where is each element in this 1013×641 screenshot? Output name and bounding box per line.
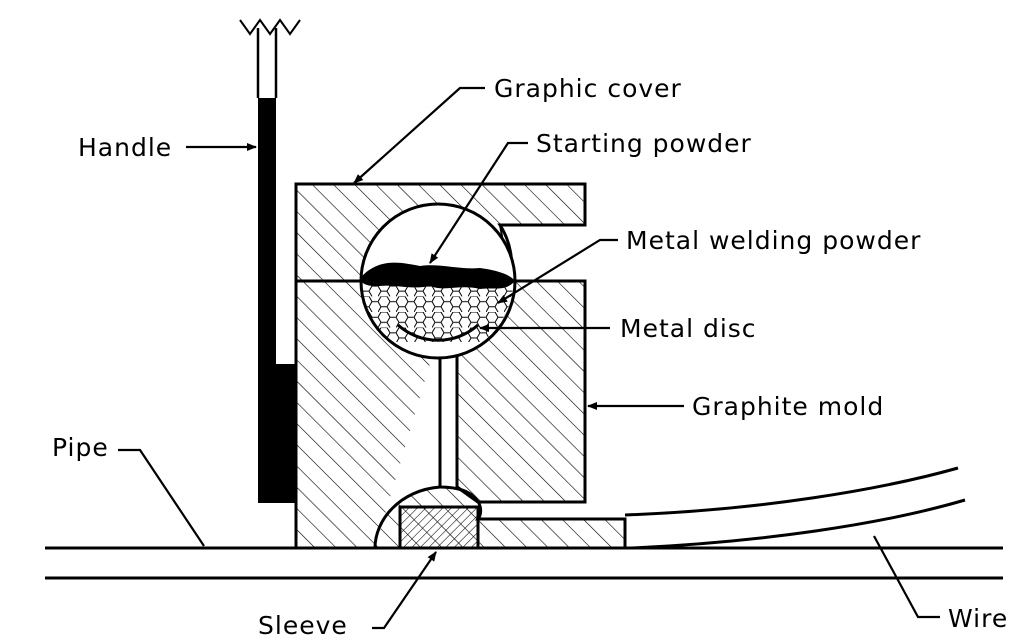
wire bbox=[624, 466, 966, 550]
label-pipe: Pipe bbox=[52, 433, 109, 462]
crucible bbox=[359, 202, 517, 360]
sleeve bbox=[398, 505, 480, 550]
label-metal-disc: Metal disc bbox=[620, 314, 757, 343]
label-graphite-mold: Graphite mold bbox=[692, 392, 884, 421]
label-wire: Wire bbox=[948, 604, 1008, 633]
label-metal-welding-powder: Metal welding powder bbox=[626, 226, 921, 255]
label-graphic-cover: Graphic cover bbox=[494, 74, 682, 103]
handle bbox=[239, 18, 301, 503]
graphite-mold bbox=[294, 279, 627, 550]
label-handle: Handle bbox=[78, 133, 172, 162]
leaders bbox=[118, 86, 940, 630]
metal-disc bbox=[397, 323, 479, 342]
pipe bbox=[45, 546, 1003, 580]
label-sleeve: Sleeve bbox=[258, 611, 348, 636]
label-starting-powder: Starting powder bbox=[536, 129, 752, 158]
starting-powder bbox=[362, 262, 515, 289]
